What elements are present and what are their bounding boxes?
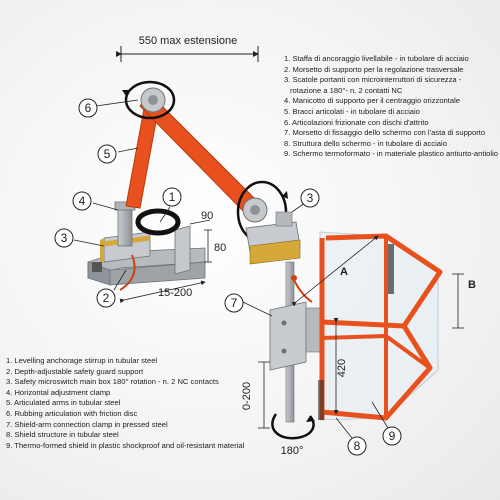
callout-4: 4: [72, 191, 92, 211]
legend-en-item: 4. Horizontal adjustment clamp: [6, 387, 111, 397]
callout-5: 5: [97, 144, 117, 164]
svg-text:2: 2: [103, 291, 110, 305]
callout-circles: 1 2 3 3 4 5 6 7 8 9: [54, 98, 402, 456]
anchorage-bracket: [87, 201, 206, 291]
callout-8: 8: [347, 436, 367, 456]
legend-it-item: 9. Schermo termoformato - in materiale p…: [284, 149, 498, 159]
dim-b: B: [468, 279, 476, 291]
extension-label: 550 max estensione: [139, 35, 237, 47]
legend-it-item: 6. Articolazioni frizionate con dischi d…: [284, 117, 429, 127]
rotation-180: 180°: [281, 445, 304, 457]
rotation-indicator: [271, 413, 315, 440]
articulated-arms: [122, 80, 288, 244]
svg-text:4: 4: [79, 194, 86, 208]
legend-en-item: 2. Depth-adjustable safety guard support: [6, 366, 144, 376]
shield-arm-clamp: [269, 301, 321, 371]
legend-en-item: 5. Articulated arms in tubular steel: [6, 398, 121, 408]
legend-english: 1. Levelling anchorage stirrup in tubula…: [6, 356, 244, 451]
callout-3-right: 3: [300, 188, 320, 208]
callout-3-left: 3: [54, 228, 74, 248]
svg-text:8: 8: [354, 439, 361, 453]
dim-a: A: [340, 266, 348, 278]
legend-it-item: 3. Scatole portanti con microinterruttor…: [284, 75, 462, 85]
callout-1: 1: [162, 187, 182, 207]
legend-it-item: 8. Struttura dello schermo - in tubolare…: [284, 138, 447, 148]
legend-it-item: 4. Manicotto di supporto per il centragg…: [284, 96, 461, 106]
legend-en-item: 7. Shield-arm connection clamp in presse…: [6, 419, 168, 429]
legend-en-item: 3. Safety microswitch main box 180° rota…: [6, 377, 219, 387]
extension-dimension: 550 max estensione: [116, 35, 259, 62]
callout-7: 7: [224, 293, 244, 313]
legend-en-item: 6. Rubbing articulation with friction di…: [6, 408, 138, 418]
legend-en-item: 9. Thermo-formed shield in plastic shock…: [6, 440, 245, 450]
dim-420: 420: [336, 359, 348, 377]
svg-text:7: 7: [231, 296, 238, 310]
legend-it-item: 7. Morsetto di fissaggio dello schermo c…: [284, 128, 486, 138]
legend-it-item: 5. Bracci articolati - in tubolare di ac…: [284, 106, 420, 116]
legend-it-item: 2. Morsetto di supporto per la regolazio…: [284, 64, 464, 74]
dim-80: 80: [214, 242, 226, 254]
svg-text:9: 9: [389, 429, 396, 443]
dim-90: 90: [201, 210, 213, 222]
svg-text:3: 3: [61, 231, 68, 245]
legend-en-item: 1. Levelling anchorage stirrup in tubula…: [6, 356, 158, 365]
svg-text:1: 1: [169, 190, 176, 204]
legend-en-item: 8. Shield structure in tubular steel: [6, 430, 119, 440]
dim-0-200: 0-200: [241, 382, 253, 410]
callout-2: 2: [96, 288, 116, 308]
legend-italian: 1. Staffa di ancoraggio livellabile - in…: [284, 54, 498, 160]
svg-text:5: 5: [104, 147, 111, 161]
svg-text:6: 6: [85, 101, 92, 115]
callout-6: 6: [78, 98, 98, 118]
dimension-lines: [119, 219, 464, 429]
dimension-labels: 90 80 15-200 A B 420 0-200 180°: [158, 210, 476, 457]
svg-text:3: 3: [307, 191, 314, 205]
legend-it-item: 1. Staffa di ancoraggio livellabile - in…: [284, 54, 469, 63]
callout-9: 9: [382, 426, 402, 446]
legend-it-item: rotazione a 180°- n. 2 contatti NC: [290, 85, 403, 95]
dim-15-200: 15-200: [158, 287, 192, 299]
